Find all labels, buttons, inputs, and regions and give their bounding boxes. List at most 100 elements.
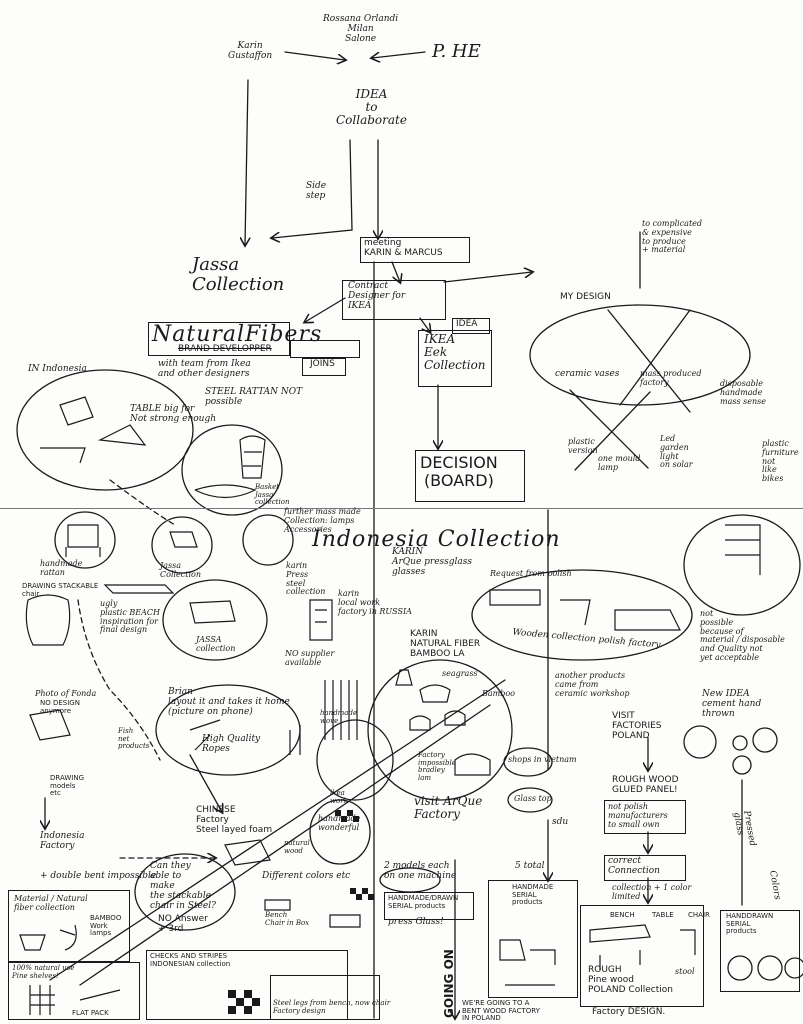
were-going-label: WE'RE GOING TO A BENT WOOD FACTORY IN PO… [462,999,540,1023]
correct-connection-box [604,855,686,881]
chair-in-box-label: Bench Chair in Box [265,911,310,927]
going-on-label: GOING ON [442,949,456,1018]
cluster-wonderful [309,799,371,865]
jassa-collection-2-label: JASSA collection [196,635,236,653]
no-design-anymore-label: NO DESIGN anymore [40,699,80,715]
pine-shelves-label: 100% natural use Pine shelves! [12,964,75,980]
checker-patterns [228,810,374,1014]
indonesia-label: IN Indonesia [28,364,87,374]
line-cross-2 [619,309,691,406]
handmade-serial-box [384,892,474,920]
different-colors-label: Different colors etc [262,871,351,881]
fish-net-label: Fish net products [118,727,150,751]
further-mass-label: further mass made Collection: lamps Acce… [284,507,361,534]
table-label: TABLE [652,911,674,919]
karin-press-label: karin Press steel collection [286,561,326,597]
cluster-jassa-small [151,516,213,574]
ugly-plastic-label: ugly plastic BEACH inspiration for final… [100,599,160,635]
led-garden-label: Led garden light on solar [660,434,693,470]
joins-label: JOINS [310,359,335,369]
natural-fibers-label: NaturalFibers [152,322,323,347]
mass-produced-label: mass produced factory [640,369,702,387]
sdu-label: sdu [552,817,569,827]
idea-tag-box [452,318,490,334]
side-step-label: Side step [306,181,327,201]
dashed-left [77,599,161,761]
karin-natural-fiber-label: KARIN NATURAL FIBER BAMBOO LA [410,629,481,659]
meeting-box [360,237,470,263]
sketch-furniture [19,396,761,1015]
arrow-karin-to-salone [284,51,345,60]
ikea-work-label: ikea work [330,789,348,805]
drawing-models-label: DRAWING models etc [50,774,85,798]
not-possible-label: not possible because of material / dispo… [700,609,785,662]
steel-rattan-label: STEEL RATTAN NOT possible [205,387,303,407]
scan-seam [0,508,803,509]
basket-jassa-label: Basket Jassa collection [255,483,290,507]
checks-stripes-box [146,950,348,1020]
visit-factories-poland-label: VISIT FACTORIES POLAND [612,711,662,741]
cluster-arque [367,659,513,801]
cluster-steel-press [242,514,294,566]
material-natural-box [8,890,130,962]
cluster-shops-vietnam [503,747,553,777]
chinese-factory-label: CHINESE Factory Steel layed foam [196,805,273,835]
rough-pine-label: ROUGH Pine wood POLAND Collection [588,965,673,995]
ikea-eek-label: IKEA Eek Collection [424,332,486,373]
steel-legs-label: Steel legs from bench, now chair Factory… [273,999,391,1015]
rough-wood-label: ROUGH WOOD GLUED PANEL! [612,775,679,795]
no-supplier-label: NO supplier available [285,649,335,667]
handmade-serial-label: HANDMADE/DRAWN SERIAL products [388,894,459,910]
contract-label: Contract Designer for IKEA [348,281,406,311]
handmade-rattan-label: handmade rattan [40,559,83,577]
cluster-right-shelf [683,514,801,616]
line-cross-1 [607,309,691,413]
brand-developer-box [290,340,360,358]
correct-connection-label: correct Connection [608,856,660,876]
shops-vietnam-label: shops in vietnam [508,755,577,764]
plastic-furniture-label: plastic furniture not like bikes [762,439,799,484]
idea-node: IDEA to Collaborate [336,87,407,128]
to-complicated-label: to complicated & expensive to produce + … [642,219,703,255]
visit-arque-label: visit ArQue Factory [414,794,483,822]
natural-fibers-box [148,322,290,356]
bamboo-label: Bamboo [482,689,515,698]
brian-layout-label: Brian layout it and takes it home (pictu… [168,687,290,717]
two-models-label: 2 models each on one machine [384,861,457,881]
stool-label: stool [675,967,695,976]
factory-design-label: Factory DESIGN. [592,1007,666,1017]
my-design-label: MY DESIGN [560,292,611,302]
brand-developer-label: BRAND DEVELOPPER [178,344,272,354]
cluster-indonesia [16,369,194,491]
high-quality-ropes-label: High Quality Ropes [202,734,261,754]
decision-label: DECISION (BOARD) [420,453,498,490]
dashed-indonesia [109,479,176,526]
meeting-label: meeting KARIN & MARCUS [364,238,443,258]
diag-2 [79,704,491,986]
factory-bradley-label: Factory impossible bradley lam [418,751,456,783]
cluster-handmade-dyed [316,719,394,801]
jassa-collection-small-label: Jassa Collection [160,561,202,579]
table-big-label: TABLE big for Not strong enough [130,404,217,424]
phe-node: P. HE [432,41,481,62]
natural-wood-label: natural wood [284,839,310,855]
not-polish-label: not polish manufacturers to small own [608,802,668,829]
flat-pack-label: FLAT PACK [72,1009,109,1017]
drawing-stackable-label: DRAWING STACKABLE chair [22,582,99,598]
can-they-label: Can they able to make the stackable chai… [150,861,216,911]
indonesia-collection-title: Indonesia Collection [312,527,561,552]
bamboo-work-lamps-label: BAMBOO Work lamps [90,914,122,938]
plastic-version-label: plastic version [568,437,598,455]
idea-tag-label: IDEA [456,319,478,329]
no-answer-label: NO Answer + 3rd [158,914,208,934]
material-natural-label: Material / Natural fiber collection [14,894,88,912]
not-polish-box [604,800,686,834]
with-team-label: with team from Ikea and other designers [158,359,251,379]
contract-box [342,280,446,320]
press-glass-label: press Glass! [388,917,444,927]
collection-1-label: collection + 1 color limited [612,883,692,901]
disposable-label: disposable handmade mass sense [720,379,766,406]
jassa-collection-title: Jassa Collection [192,254,285,295]
